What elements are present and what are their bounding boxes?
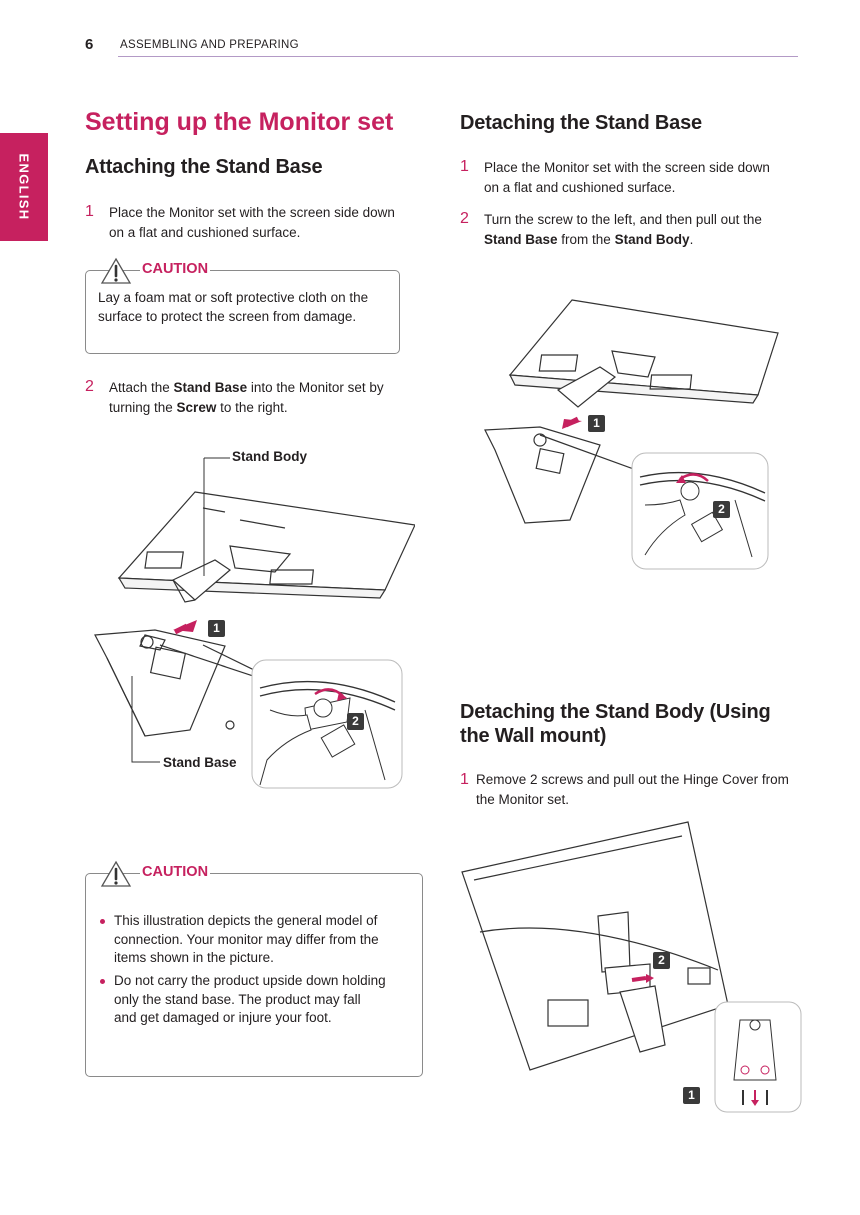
- step-text: Remove 2 screws and pull out the Hinge C…: [476, 772, 789, 807]
- callout-stand-body: Stand Body: [232, 449, 308, 464]
- step-text: Place the Monitor set with the screen si…: [109, 205, 395, 240]
- header-rule: [118, 56, 798, 57]
- step-number: 1: [85, 203, 94, 220]
- detach-step-1: 1 Place the Monitor set with the screen …: [460, 158, 800, 198]
- warning-triangle-icon: [100, 257, 132, 284]
- attach-step-2: 2 Attach the Stand Base into the Monitor…: [85, 378, 415, 418]
- figure-detaching-stand-body: 2 1: [460, 820, 805, 1120]
- step-text: Place the Monitor set with the screen si…: [484, 160, 770, 195]
- step-number: 1: [460, 771, 469, 788]
- step-badge-1: 1: [683, 1087, 700, 1104]
- step-badge-2: 2: [347, 713, 364, 730]
- language-tab: ENGLISH: [0, 133, 48, 241]
- caution-box-1: CAUTION Lay a foam mat or soft protectiv…: [85, 257, 400, 354]
- step-badge-2: 2: [653, 952, 670, 969]
- detach-step-2: 2 Turn the screw to the left, and then p…: [460, 210, 800, 250]
- monitor-stand-illustration: [484, 299, 779, 570]
- caution-text: Lay a foam mat or soft protective cloth …: [98, 290, 369, 324]
- bullet-text: This illustration depicts the general mo…: [114, 913, 379, 965]
- figure-detaching-stand-base: 1 2: [480, 295, 780, 575]
- step-number: 2: [85, 378, 94, 395]
- step-badge-2: 2: [713, 501, 730, 518]
- page-number: 6: [85, 36, 94, 53]
- section-heading-detaching-base: Detaching the Stand Base: [460, 112, 702, 134]
- step-number: 2: [460, 210, 469, 227]
- monitor-stand-illustration: [94, 457, 415, 789]
- caution-title: CAUTION: [140, 261, 211, 277]
- monitor-back-illustration: [461, 821, 802, 1113]
- caution-box-2: CAUTION This illustration depicts the ge…: [85, 860, 423, 1077]
- callout-stand-base: Stand Base: [163, 755, 237, 770]
- running-header: ASSEMBLING AND PREPARING: [120, 39, 299, 51]
- bullet-icon: [100, 979, 105, 984]
- caution-title: CAUTION: [140, 864, 211, 880]
- step-badge-1: 1: [588, 415, 605, 432]
- caution-bullet-2: Do not carry the product upside down hol…: [100, 972, 410, 1052]
- language-tab-label: ENGLISH: [16, 153, 32, 221]
- figure-attaching-stand-base: Stand Body Stand Base 1 2: [85, 440, 415, 790]
- bullet-text: Do not carry the product upside down hol…: [114, 973, 386, 1025]
- section-heading-attaching: Attaching the Stand Base: [85, 156, 323, 178]
- step-badge-1: 1: [208, 620, 225, 637]
- detach-body-step-1: 1 Remove 2 screws and pull out the Hinge…: [460, 770, 800, 810]
- warning-triangle-icon: [100, 860, 132, 887]
- caution-bullet-1: This illustration depicts the general mo…: [100, 912, 410, 972]
- attach-step-1: 1 Place the Monitor set with the screen …: [85, 203, 405, 243]
- page-title: Setting up the Monitor set: [85, 108, 394, 136]
- bullet-icon: [100, 919, 105, 924]
- step-number: 1: [460, 158, 469, 175]
- step-text: Turn the screw to the left, and then pul…: [484, 212, 762, 247]
- step-text: Attach the Stand Base into the Monitor s…: [109, 380, 384, 415]
